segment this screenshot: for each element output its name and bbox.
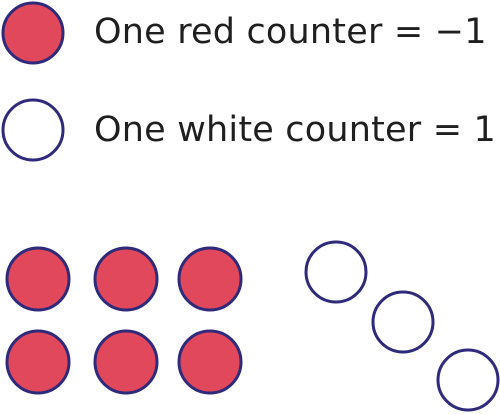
- legend-red-counter: [1, 1, 65, 65]
- red-counter: [177, 329, 243, 395]
- red-counter: [5, 329, 71, 395]
- red-counter: [5, 246, 71, 312]
- legend-red-label: One red counter = −1: [94, 12, 487, 52]
- legend-white-counter: [1, 98, 65, 162]
- red-counter: [93, 329, 159, 395]
- red-counter: [93, 246, 159, 312]
- legend-white-label: One white counter = 1: [94, 110, 497, 150]
- white-counter: [304, 240, 368, 304]
- red-counter: [177, 246, 243, 312]
- red-counter-group: [5, 246, 243, 395]
- white-counter-group: [304, 240, 500, 412]
- white-counter: [371, 290, 435, 354]
- white-counter: [436, 348, 500, 412]
